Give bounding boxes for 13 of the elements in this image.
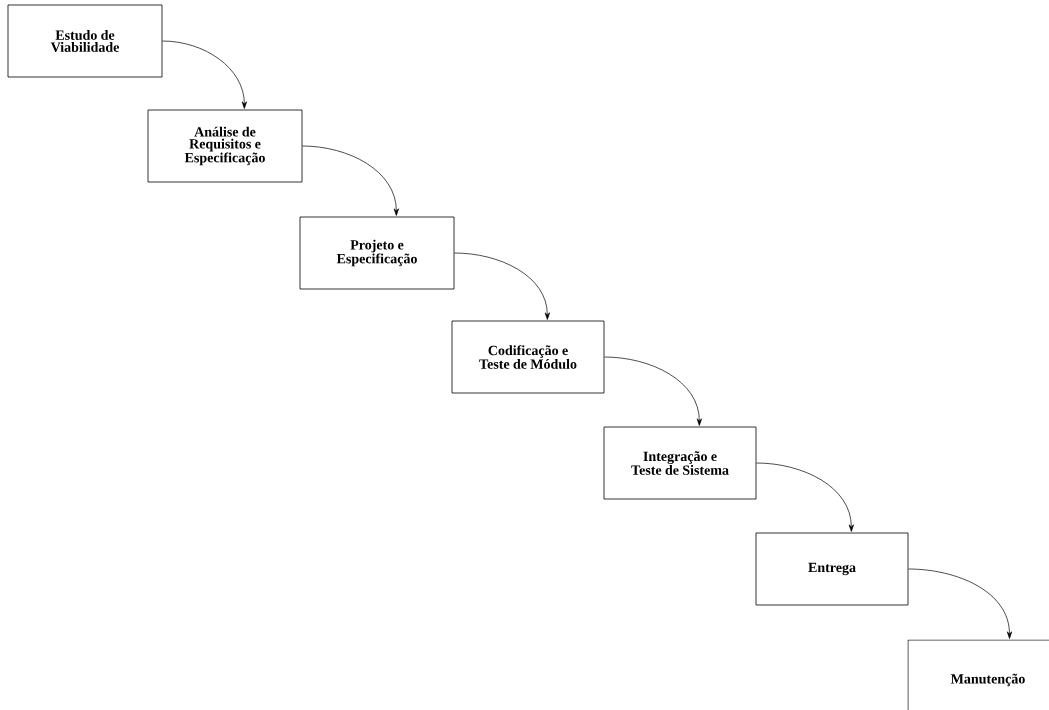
process-box: Manutenção <box>907 639 1049 710</box>
arrow <box>454 252 550 320</box>
process-box: Codificação e Teste de Módulo <box>451 320 605 394</box>
process-box: Estudo de Viabilidade <box>7 4 163 78</box>
arrow <box>162 40 247 109</box>
process-box: Projeto e Especificação <box>299 216 455 290</box>
arrow <box>908 568 1013 639</box>
process-box: Análise de Requisitos e Especificação <box>147 109 303 183</box>
arrow <box>302 145 399 216</box>
process-box: Entrega <box>755 532 909 606</box>
arrow <box>604 356 702 426</box>
process-box: Integração e Teste de Sistema <box>603 426 757 500</box>
arrow <box>756 462 854 532</box>
